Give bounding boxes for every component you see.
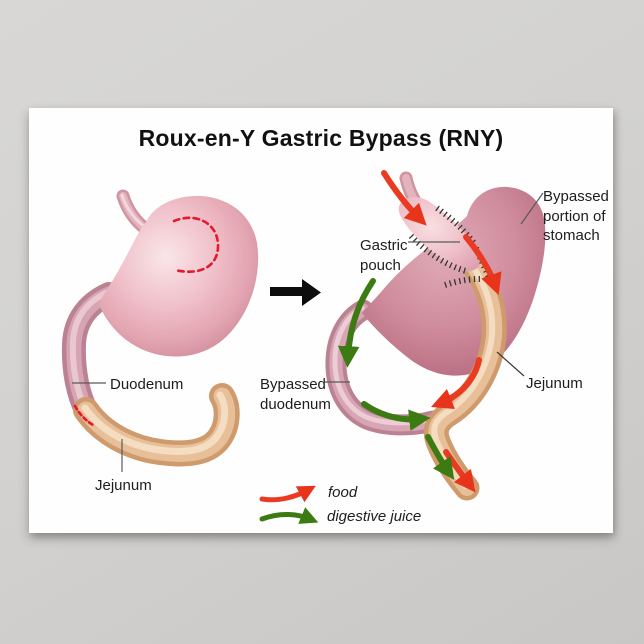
transform-arrow-icon [270,279,321,306]
jejunum-after-leader-line [496,351,525,377]
label-gastric-pouch: Gastric pouch [360,237,408,274]
bypassed-stomach-leader-line [520,192,544,225]
poster-title: Roux-en-Y Gastric Bypass (RNY) [138,125,504,151]
digestive-juice-flow-arrows [337,278,455,480]
after-diagram [325,170,546,501]
gastric-bypass-figure [61,170,546,524]
before-diagram [61,189,259,472]
duodenum-cut-line [73,404,97,428]
food-flow-arrows [381,170,502,493]
jejunum-tube [73,383,240,467]
stomach-illustration [99,195,259,357]
label-duodenum-before: Duodenum [110,376,184,393]
label-bypassed-duodenum: Bypassed duodenum [260,376,331,413]
bypassed-stomach-illustration [362,186,546,376]
staple-lines [408,205,493,288]
label-jejunum-before: Jejunum [95,477,152,494]
bypassed-duodenum-tube [325,299,444,436]
duodenum-tube [61,282,121,424]
pouch-cut-outline [172,216,220,273]
food-arrow-icon [259,485,316,503]
medical-poster: Roux-en-Y Gastric Bypass (RNY) Duodenum … [29,108,613,533]
digestive-juice-arrow-icon [259,507,319,524]
legend-label-food: food [328,484,358,501]
label-jejunum-after: Jejunum [526,375,583,392]
esophagus [116,189,154,237]
legend-arrow-icons [259,485,319,524]
label-bypassed-stomach: Bypassed portion of stomach [543,188,609,244]
legend-label-digestive-juice: digestive juice [327,508,422,525]
